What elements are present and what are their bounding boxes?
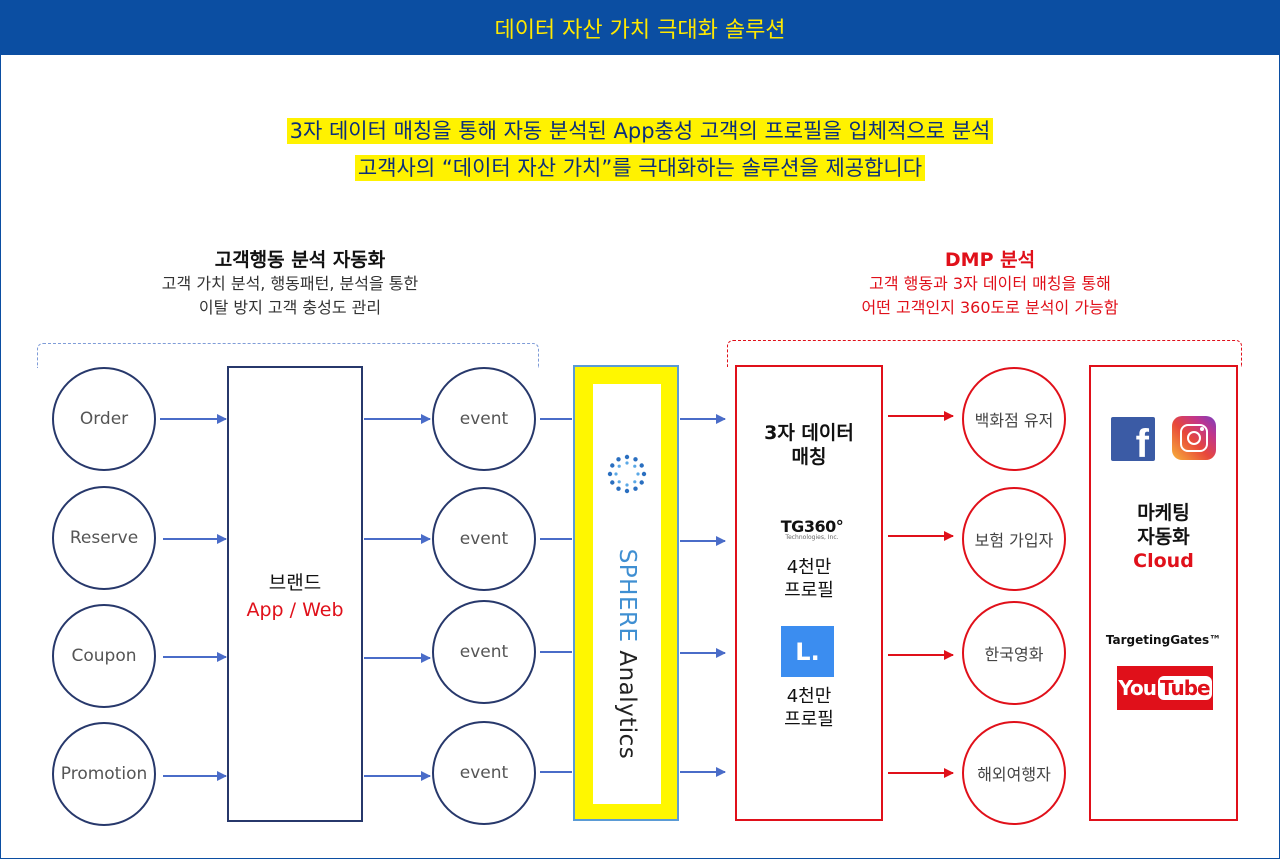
dmp-count-1: 4천만 프로필 xyxy=(784,557,834,601)
targeting-gates-logo: TargetingGates™ xyxy=(1105,633,1222,647)
instagram-icon xyxy=(1172,416,1216,460)
sphere-analytics-wordmark: SPHERE Analytics xyxy=(614,548,640,760)
headline-line-1: 3자 데이터 매칭을 통해 자동 분석된 App충성 고객의 프로필을 입체적으… xyxy=(0,115,1280,145)
event-node-3: event xyxy=(432,600,536,704)
right-section-title: DMP 분석 xyxy=(944,249,1036,271)
sphere-logo-icon xyxy=(607,454,647,494)
dmp-title: 3자 데이터 매칭 xyxy=(764,422,854,468)
headline-line-2: 고객사의 “데이터 자산 가치”를 극대화하는 솔루션을 제공합니다 xyxy=(0,152,1280,182)
segment-overseas-travel: 해외여행자 xyxy=(962,721,1066,825)
segment-insurance: 보험 가입자 xyxy=(962,487,1066,591)
sphere-analytics-box: SPHERE Analytics xyxy=(573,365,679,821)
event-node-2: event xyxy=(432,487,536,591)
brand-label: 브랜드 xyxy=(268,571,322,594)
brand-box: 브랜드 App / Web xyxy=(227,366,363,822)
event-node-4: event xyxy=(432,721,536,825)
segment-korean-movie: 한국영화 xyxy=(962,601,1066,705)
input-promotion-node: Promotion xyxy=(52,722,156,826)
facebook-icon: f xyxy=(1111,417,1155,461)
youtube-logo: You Tube xyxy=(1117,666,1213,710)
page-title: 데이터 자산 가치 극대화 솔루션 xyxy=(494,17,786,43)
third-party-data-box: 3자 데이터 매칭 TG360° Technologies, Inc. 4천만 … xyxy=(735,365,883,821)
brand-sub-label: App / Web xyxy=(246,598,344,621)
input-order-node: Order xyxy=(52,367,156,471)
right-section-desc: 고객 행동과 3자 데이터 매칭을 통해 어떤 고객인지 360도로 분석이 가… xyxy=(861,274,1119,317)
input-reserve-node: Reserve xyxy=(52,486,156,590)
left-section-desc: 고객 가치 분석, 행동패턴, 분석을 통한 이탈 방지 고객 충성도 관리 xyxy=(161,274,419,317)
left-section-title: 고객행동 분석 자동화 xyxy=(214,249,386,271)
marketing-automation-box: f 마케팅 자동화 Cloud TargetingGates™ You Tube xyxy=(1089,365,1238,821)
event-node-1: event xyxy=(432,367,536,471)
tg360-logo: TG360° Technologies, Inc. xyxy=(780,517,844,541)
sphere-inner-panel: SPHERE Analytics xyxy=(593,384,661,804)
title-bar: 데이터 자산 가치 극대화 솔루션 xyxy=(0,0,1280,55)
input-coupon-node: Coupon xyxy=(52,604,156,708)
marketing-automation-label: 마케팅 자동화 Cloud xyxy=(1133,502,1194,572)
right-bracket xyxy=(727,340,1242,367)
segment-department-store: 백화점 유저 xyxy=(962,367,1066,471)
l-point-logo: L. xyxy=(781,626,834,677)
left-bracket xyxy=(37,343,539,368)
dmp-count-2: 4천만 프로필 xyxy=(784,686,834,730)
